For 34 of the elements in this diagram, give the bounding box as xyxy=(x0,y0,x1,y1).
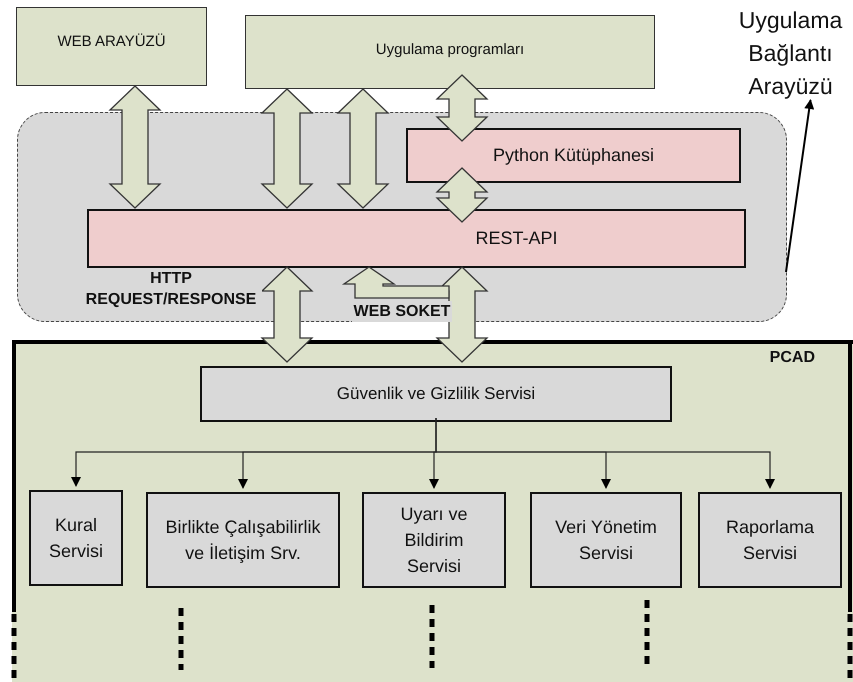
service-box xyxy=(200,366,672,422)
box-label: REST-API xyxy=(475,228,558,249)
block-arrow xyxy=(435,266,489,363)
box-label: Uyarı ve Bildirim Servisi xyxy=(399,503,469,578)
service-box xyxy=(362,492,506,588)
service-box xyxy=(698,492,842,588)
block-arrow xyxy=(435,167,489,223)
application-box xyxy=(16,7,207,86)
block-arrow xyxy=(336,88,390,209)
connector-arrow xyxy=(435,418,775,489)
box-label: Güvenlik ve Gizlilik Servisi xyxy=(336,383,536,405)
application-box xyxy=(245,15,655,89)
block-arrow xyxy=(435,74,489,142)
box-label: Birlikte Çalışabilirlik ve İletişim Srv. xyxy=(164,516,322,565)
annotation-text: Uygulama Bağlantı Arayüzü xyxy=(728,4,853,103)
service-box xyxy=(29,490,123,586)
box-label: Uygulama programları xyxy=(376,41,524,58)
block-arrow xyxy=(260,88,314,209)
box-label: Python Kütüphanesi xyxy=(492,145,654,166)
service-box xyxy=(146,492,340,588)
box-label: Raporlama Servisi xyxy=(724,516,816,565)
service-box xyxy=(530,492,682,588)
block-arrow xyxy=(108,85,162,209)
box-label: Kural Servisi xyxy=(48,514,104,563)
pcad-panel xyxy=(12,340,853,682)
block-arrow xyxy=(342,266,450,299)
panel-title: PCAD xyxy=(770,349,815,367)
block-arrow xyxy=(260,266,314,363)
box-label: Veri Yönetim Servisi xyxy=(554,516,658,565)
edge-label: WEB SOKET xyxy=(352,301,452,322)
api-layer-box xyxy=(87,209,746,268)
box-label: WEB ARAYÜZÜ xyxy=(57,33,166,50)
leader-arrow xyxy=(785,99,814,272)
api-layer-box xyxy=(406,128,741,183)
